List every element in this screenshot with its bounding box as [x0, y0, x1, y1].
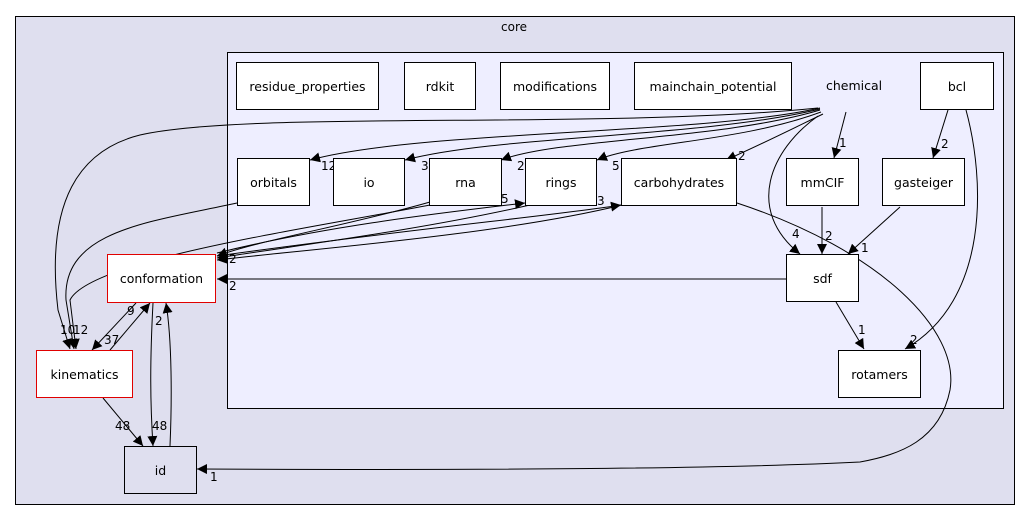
label-sdf-rotamers: 1 — [858, 323, 866, 337]
label-chemical-mmcif: 1 — [839, 136, 847, 150]
edge-chemical-orbitals — [309, 107, 821, 163]
edge-rna-kinematics — [69, 204, 431, 350]
edge-chemical-carbohydrates — [725, 113, 824, 161]
label-orbitals-kinematics: 12 — [73, 323, 88, 337]
edge-bcl-rotamers — [904, 109, 979, 350]
edge-chemical-mmcif — [831, 111, 847, 159]
label-kinematics-id: 48 — [115, 419, 130, 433]
edge-conformation-kinematics — [91, 302, 137, 351]
edge-chemical-kinematics — [54, 107, 819, 350]
edge-kinematics-id — [102, 397, 144, 447]
label-bcl-rotamers: 2 — [910, 333, 918, 347]
node-io[interactable]: io — [333, 158, 405, 206]
edge-bcl-gasteiger — [931, 109, 949, 159]
node-modifications[interactable]: modifications — [500, 62, 610, 110]
label-sdf-conformation: 2 — [229, 279, 237, 293]
label-bcl-gasteiger: 2 — [941, 137, 949, 151]
node-rna[interactable]: rna — [429, 158, 502, 206]
label-rna-conformation: 2 — [229, 252, 237, 266]
label-chemical-orbitals: 12 — [321, 159, 336, 173]
edge-conformation-carbohydrates — [216, 201, 622, 257]
edge-conformation-id — [147, 302, 158, 447]
edge-id-conformation — [162, 302, 173, 447]
edge-carbohydrates-conformation — [216, 204, 623, 264]
label-conformation-kinematics: 37 — [104, 333, 119, 347]
node-kinematics[interactable]: kinematics — [36, 350, 133, 398]
label-chemical-rna: 2 — [517, 159, 525, 173]
label-mmcif-sdf: 2 — [825, 229, 833, 243]
edge-chemical-sdf — [768, 115, 819, 255]
label-chemical-rings: 5 — [612, 159, 620, 173]
node-sdf[interactable]: sdf — [786, 254, 859, 302]
node-id[interactable]: id — [124, 446, 197, 494]
node-mainchain-potential[interactable]: mainchain_potential — [634, 62, 792, 110]
node-gasteiger[interactable]: gasteiger — [882, 158, 965, 206]
edge-chemical-rna — [500, 109, 821, 162]
node-residue-properties[interactable]: residue_properties — [236, 62, 379, 110]
label-carbohydrates-id: 1 — [210, 470, 218, 484]
label-conformation-rings: 5 — [501, 192, 509, 206]
edge-chemical-io — [404, 108, 821, 163]
chemical-cluster-title[interactable]: chemical — [826, 78, 883, 93]
edge-conformation-rings — [216, 199, 526, 254]
edge-rna-conformation — [216, 201, 431, 258]
node-orbitals[interactable]: orbitals — [237, 158, 310, 206]
node-rings[interactable]: rings — [525, 158, 597, 206]
edge-gasteiger-sdf — [847, 206, 901, 255]
label-chemical-carbohydrates: 2 — [738, 149, 746, 163]
node-conformation[interactable]: conformation — [107, 254, 216, 303]
label-chemical-sdf: 4 — [792, 227, 800, 241]
node-rdkit[interactable]: rdkit — [404, 62, 476, 110]
label-chemical-kinematics: 10 — [60, 323, 75, 337]
edge-carbohydrates-id — [196, 202, 952, 475]
label-kinematics-conformation: 9 — [127, 304, 135, 318]
edge-rings-conformation — [216, 204, 531, 262]
edge-chemical-rings — [596, 111, 822, 161]
label-gasteiger-sdf: 1 — [861, 241, 869, 255]
edge-sdf-rotamers — [835, 301, 865, 350]
label-id-conformation: 48 — [152, 419, 167, 433]
edge-kinematics-conformation — [109, 302, 151, 351]
node-rotamers[interactable]: rotamers — [838, 350, 921, 398]
edge-orbitals-kinematics — [65, 202, 238, 350]
node-mmcif[interactable]: mmCIF — [786, 158, 859, 206]
label-conformation-carbohydrates: 3 — [597, 194, 605, 208]
label-chemical-io: 3 — [421, 159, 429, 173]
core-cluster-title[interactable]: core — [501, 20, 527, 34]
label-conformation-id: 2 — [155, 314, 163, 328]
node-bcl[interactable]: bcl — [920, 62, 994, 110]
node-carbohydrates[interactable]: carbohydrates — [621, 158, 737, 206]
